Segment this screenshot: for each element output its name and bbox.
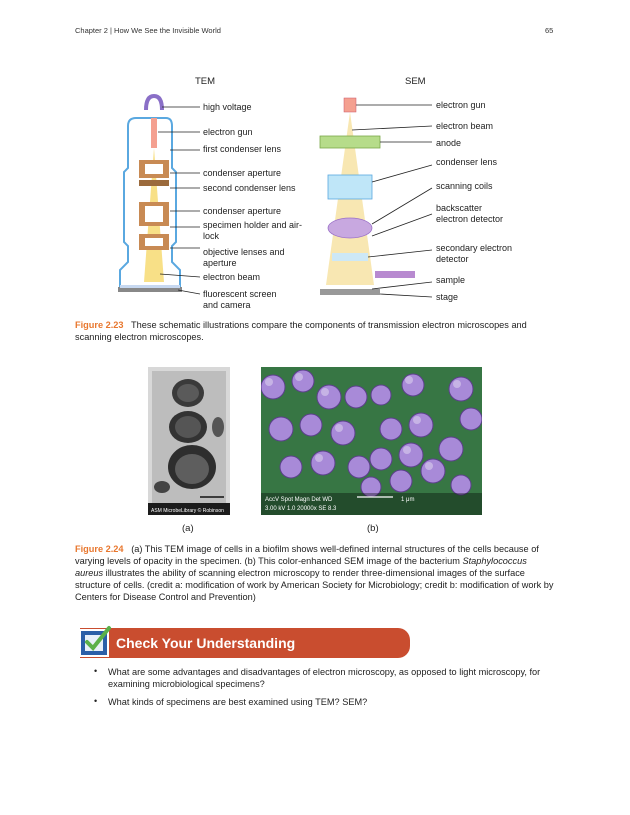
sem-column (319, 97, 415, 295)
tem-label-objective-lenses: objective lenses and aperture (203, 247, 285, 268)
sem-label-scanning-coils: scanning coils (436, 181, 493, 191)
figure-2-24-text-1: (a) This TEM image of cells in a biofilm… (75, 544, 539, 566)
figure-2-23-caption: Figure 2.23 These schematic illustration… (75, 319, 555, 343)
tem-label-specimen-holder: specimen holder and air-lock (203, 220, 303, 241)
page-number: 65 (545, 26, 554, 35)
figure-2-24-number: Figure 2.24 (75, 544, 124, 554)
sem-photo-scale: 1 μm (401, 497, 414, 503)
question-1: What are some advantages and disadvantag… (108, 667, 541, 689)
photo-b-label: (b) (367, 523, 379, 534)
figure-2-24-text-2: illustrates the ability of scanning elec… (75, 568, 554, 602)
sem-photo-info-values: 3.00 kV 1.0 20000x SE 8.3 (265, 506, 337, 512)
figure-2-23-text: These schematic illustrations compare th… (75, 320, 527, 342)
tem-label-electron-gun: electron gun (203, 127, 253, 137)
bullet-dot: • (94, 666, 98, 676)
chapter-header: Chapter 2 | How We See the Invisible Wor… (75, 26, 221, 35)
photo-a-label: (a) (182, 523, 194, 534)
tem-biofilm-photo: ASM MicrobeLibrary © Robinson (148, 367, 230, 515)
figure-2-24-species: Staphylococcus aureus (75, 556, 527, 578)
microscope-diagram (118, 93, 433, 298)
checkbox-check-icon (79, 626, 111, 657)
question-2: What kinds of specimens are best examine… (108, 697, 368, 707)
sem-label-stage: stage (436, 292, 459, 302)
tem-title: TEM (195, 76, 216, 87)
check-understanding-banner (80, 628, 410, 658)
sem-title: SEM (405, 76, 426, 87)
tem-label-first-condenser-lens: first condenser lens (203, 144, 282, 154)
tem-column (118, 93, 182, 292)
tem-label-second-condenser-lens: second condenser lens (203, 183, 296, 193)
bullet-dot: • (94, 696, 98, 706)
tem-label-electron-beam: electron beam (203, 272, 261, 282)
sem-label-condenser-lens: condenser lens (436, 157, 498, 167)
sem-staph-photo: AccV Spot Magn Det WD 3.00 kV 1.0 20000x… (261, 367, 482, 515)
check-understanding-title: Check Your Understanding (116, 635, 296, 651)
sem-label-backscatter-detector: backscatter electron detector (436, 203, 504, 224)
sem-label-anode: anode (436, 138, 462, 148)
tem-label-high-voltage: high voltage (203, 102, 252, 112)
figure-2-24-caption: Figure 2.24 (a) This TEM image of cells … (75, 543, 555, 603)
sem-label-secondary-detector: secondary electron detector (436, 243, 513, 264)
tem-label-condenser-aperture-1: condenser aperture (203, 168, 282, 178)
tem-label-fluorescent-screen: fluorescent screen and camera (203, 289, 277, 310)
sem-label-electron-beam: electron beam (436, 121, 494, 131)
sem-label-electron-gun: electron gun (436, 100, 486, 110)
sem-photo-info-header: AccV Spot Magn Det WD (265, 497, 333, 503)
sem-label-sample: sample (436, 275, 466, 285)
tem-label-condenser-aperture-2: condenser aperture (203, 206, 282, 216)
tem-photo-credit: ASM MicrobeLibrary © Robinson (151, 507, 224, 514)
figure-2-23-number: Figure 2.23 (75, 320, 124, 330)
